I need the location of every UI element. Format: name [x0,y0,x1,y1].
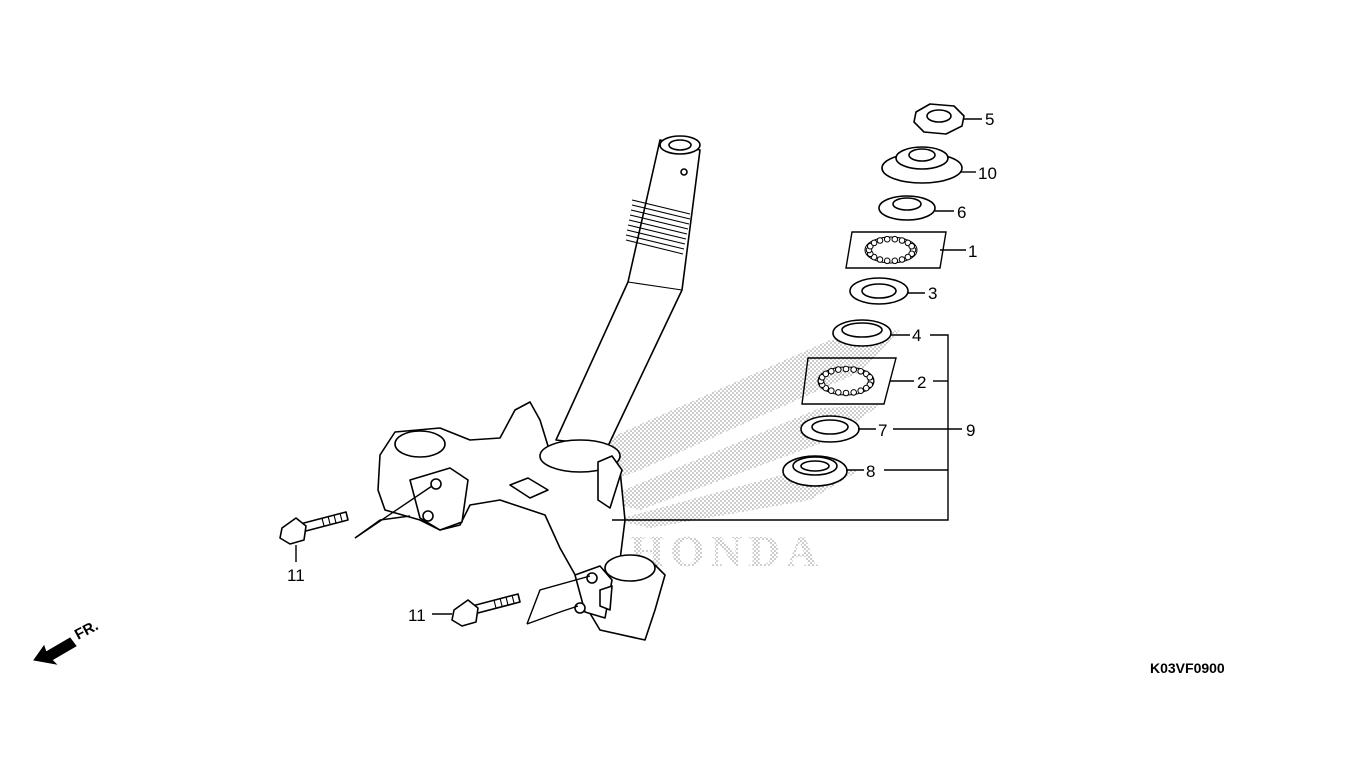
part-6-cone-race [878,195,936,221]
part-10-top-cone-race [881,146,963,184]
bearing-ball [891,257,899,265]
front-label: FR. [72,617,101,643]
bearing-ball [870,239,878,247]
bearing-ball [822,370,830,378]
bearing-ball [842,365,850,373]
callout-6: 6 [957,203,966,222]
leader-lines [295,118,982,615]
bolt-guide-lines [354,485,591,625]
bearing-ball [857,387,865,395]
part-8-dust-seal [782,455,848,487]
bearing-ball [850,366,858,373]
bottom-bridge [377,401,666,641]
figure-code: K03VF0900 [1150,660,1225,676]
callout-10: 10 [978,164,997,183]
honda-watermark-text: HONDA [630,527,824,576]
callout-11-lower: 11 [408,606,426,625]
bearing-ball [876,237,884,244]
callout-4: 4 [912,326,921,345]
bearing-ball [883,257,891,265]
bearing-ball [828,368,835,375]
bearing-ball [835,389,842,396]
part-5-lock-nut [913,103,965,135]
part-2-ball-bearings [801,357,897,405]
callout-8: 8 [866,462,875,481]
bearing-ball [904,253,912,261]
bearing-ball [828,387,835,395]
callout-11-upper: 11 [287,566,305,585]
callout-7: 7 [878,421,887,440]
bearing-ball [842,389,850,397]
bearing-ball [862,384,870,392]
callout-3: 3 [928,284,937,303]
bearing-ball [908,242,916,250]
honda-wing-watermark: HONDA [578,330,900,576]
bearing-ball [866,374,874,381]
bearing-ball [857,368,865,375]
front-arrow-icon [33,637,77,665]
callout-9: 9 [966,421,975,440]
callout-5: 5 [985,110,994,129]
part-7-ball-race [800,415,860,443]
bearing-ball [835,366,842,373]
bolt-lower [451,593,521,627]
bearing-ball [876,256,884,263]
bearing-ball [898,256,906,263]
bearing-ball [898,237,906,244]
steering-stem [555,135,701,447]
bearing-ball [891,235,899,243]
bearing-ball [883,235,891,243]
callout-2: 2 [917,373,926,392]
callout-labels: 5 10 6 1 3 4 2 9 7 8 11 11 [287,110,997,625]
part-4-race [832,319,892,347]
callout-1: 1 [968,242,977,261]
part-1-ball-bearings [845,231,947,269]
bearing-ball [850,389,858,396]
front-direction-arrow: FR. [33,617,101,665]
bolt-upper [279,511,349,545]
part-3-ball-race [849,277,909,305]
